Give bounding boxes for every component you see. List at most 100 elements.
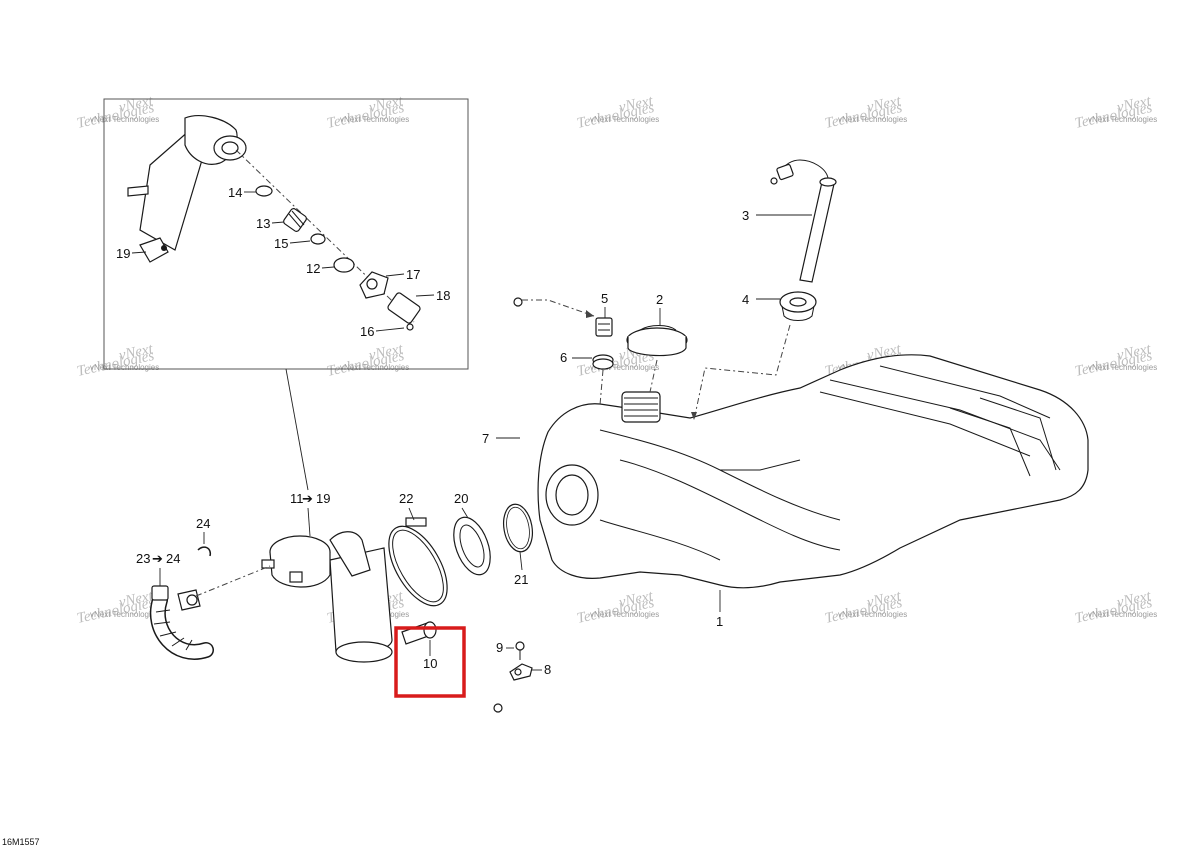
callout-5: 5 [601, 291, 608, 318]
svg-text:vNext: vNext [866, 588, 904, 611]
callout-label-21: 21 [514, 572, 528, 587]
svg-text:vNext: vNext [118, 341, 156, 364]
callout-label-13: 13 [256, 216, 270, 231]
callout-label-24: 24 [196, 516, 210, 531]
svg-text:vNext Technologies: vNext Technologies [340, 363, 409, 372]
level-sender-3 [770, 159, 837, 283]
callout-label-11: 11 [290, 491, 304, 506]
svg-text:vNext: vNext [866, 93, 904, 116]
arrow-head [691, 412, 697, 420]
arrow-glyph: ➔ [302, 491, 313, 506]
o-ring-21 [502, 503, 534, 553]
callout-18: 18 [415, 288, 450, 303]
svg-text:vNext: vNext [618, 588, 656, 611]
callout-3: 3 [742, 208, 812, 223]
clip-24 [197, 546, 212, 557]
callout-13: 13 [256, 216, 285, 231]
gasket-18 [387, 292, 421, 324]
callout-6: 6 [560, 350, 592, 365]
svg-text:vNext Technologies: vNext Technologies [590, 115, 659, 124]
screw-9 [515, 641, 525, 660]
callout-label-2: 2 [656, 292, 663, 307]
fuel-tank-1 [537, 354, 1089, 589]
grommet-4 [779, 291, 817, 321]
inset-connector-line [285, 368, 309, 491]
svg-text:vNext Technologies: vNext Technologies [90, 610, 159, 619]
callout-label-16: 16 [360, 324, 374, 339]
callout-7: 7 [482, 431, 520, 446]
clip-8 [509, 663, 533, 681]
callout-label-12: 12 [306, 261, 320, 276]
filter-13 [283, 208, 307, 232]
callout-label-10: 10 [423, 656, 437, 671]
lock-ring-20 [453, 516, 491, 576]
svg-text:vNext Technologies: vNext Technologies [90, 363, 159, 372]
o-ring-14 [255, 185, 273, 197]
callout-label-15: 15 [274, 236, 288, 251]
callout-23-24: 23 ➔ 24 [136, 551, 180, 586]
callout-label-3: 3 [742, 208, 749, 223]
svg-text:vNext Technologies: vNext Technologies [590, 610, 659, 619]
callout-label-4: 4 [742, 292, 749, 307]
callout-21: 21 [514, 551, 528, 587]
svg-text:vNext: vNext [1116, 93, 1154, 116]
callout-9: 9 [496, 640, 514, 655]
arrow-head-2 [586, 310, 594, 318]
callout-label-9: 9 [496, 640, 503, 655]
valve-5 [595, 317, 613, 337]
callout-14: 14 [228, 185, 256, 200]
clamp-22 [388, 517, 448, 607]
inset-pump-assembly [127, 115, 247, 263]
callout-20: 20 [454, 491, 468, 519]
sender-axis [693, 324, 791, 421]
callout-2: 2 [656, 292, 663, 326]
svg-text:vNext Technologies: vNext Technologies [1088, 115, 1157, 124]
callout-17: 17 [385, 267, 420, 282]
callout-10: 10 [423, 640, 437, 671]
svg-text:vNext Technologies: vNext Technologies [1088, 363, 1157, 372]
callout-label-1: 1 [716, 614, 723, 629]
callout-19-inset: 19 [116, 246, 147, 261]
svg-text:vNext: vNext [1116, 341, 1154, 364]
highlight-box-part-10 [394, 626, 466, 698]
hose-axis [522, 299, 595, 317]
valve-axis [599, 369, 604, 406]
callout-label-5: 5 [601, 291, 608, 306]
fuel-pump-module-11-19 [261, 531, 393, 663]
grommet-6 [592, 354, 614, 370]
callout-8: 8 [532, 662, 551, 677]
callout-label-22: 22 [399, 491, 413, 506]
callout-1: 1 [716, 590, 723, 629]
svg-text:vNext Technologies: vNext Technologies [590, 363, 659, 372]
callout-15: 15 [274, 236, 311, 251]
callout-label-7: 7 [482, 431, 489, 446]
callout-label-19b: 19 [316, 491, 330, 506]
callout-label-14: 14 [228, 185, 242, 200]
callout-label-17: 17 [406, 267, 420, 282]
callout-11-19: 11 ➔ 19 [290, 491, 330, 537]
callout-4: 4 [742, 292, 780, 307]
part-10-grommet [401, 621, 437, 645]
svg-text:vNext: vNext [368, 341, 406, 364]
svg-text:vNext Technologies: vNext Technologies [838, 115, 907, 124]
cap-axis [649, 359, 658, 393]
vent-hose-7 [477, 297, 538, 713]
fuel-cap-2 [626, 325, 688, 357]
callout-label-18: 18 [436, 288, 450, 303]
svg-text:vNext: vNext [118, 588, 156, 611]
inset-assembly-axis [235, 149, 415, 323]
arrow-glyph-2: ➔ [152, 551, 163, 566]
hose-connection-axis [195, 565, 271, 597]
callout-label-20: 20 [454, 491, 468, 506]
o-ring-15 [310, 233, 326, 245]
